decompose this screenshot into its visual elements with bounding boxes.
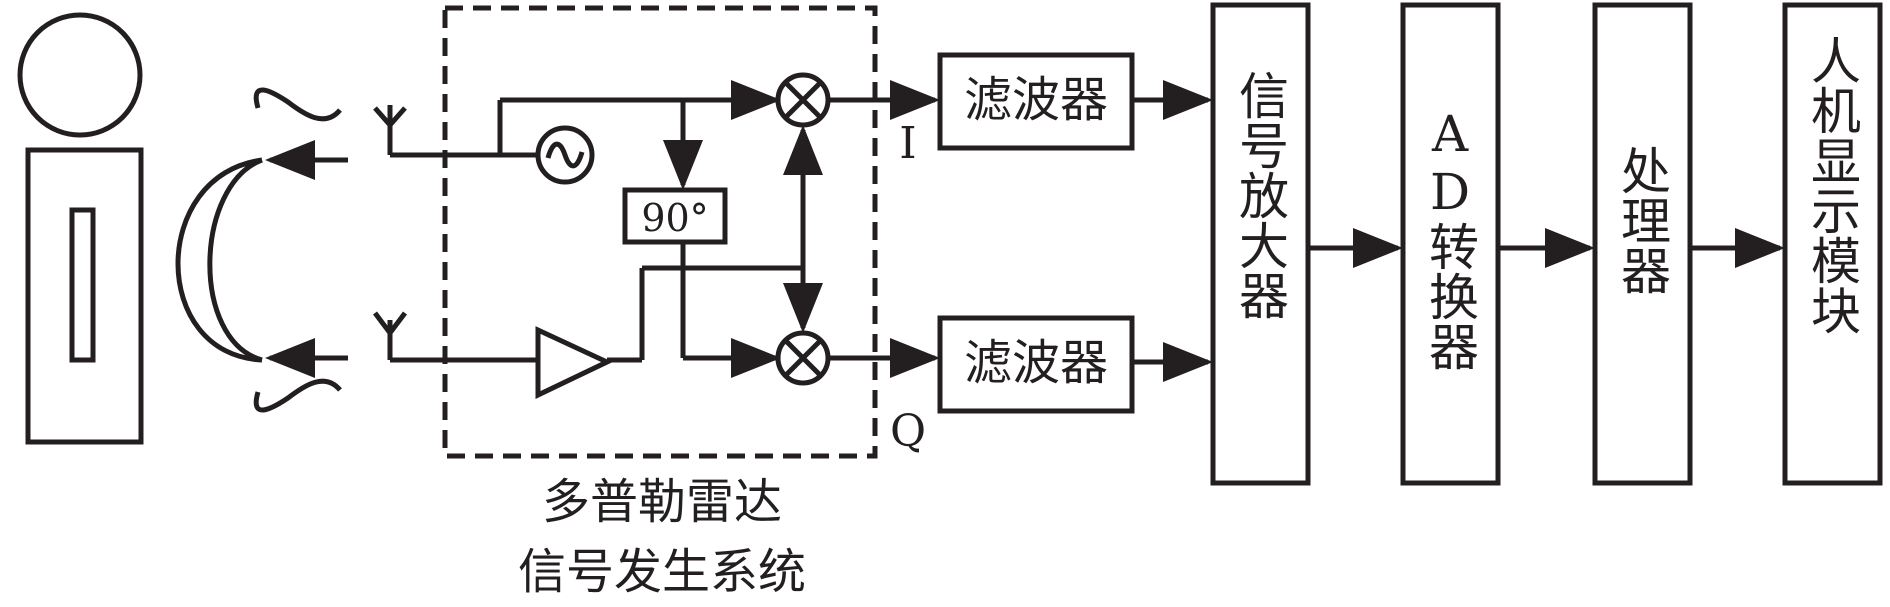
processor-box	[1592, 2, 1693, 486]
doppler-radar-caption-line1: 多普勒雷达	[542, 474, 782, 530]
rx-antenna-icon	[373, 311, 407, 360]
phase-shift-label: 90°	[641, 196, 708, 240]
person-body	[25, 147, 144, 445]
rx-amplifier-icon	[535, 326, 613, 399]
ad-converter-label: AD转换器	[1421, 105, 1479, 371]
incoming-wave-icon	[253, 87, 342, 122]
ad-converter-box	[1400, 2, 1501, 486]
person-body-slot	[69, 207, 96, 363]
i-channel-label: I	[899, 118, 916, 169]
filter-i-label: 滤波器	[964, 72, 1108, 128]
outgoing-wave-icon	[253, 378, 342, 413]
chest-motion-arc	[175, 157, 263, 363]
mixer-i-icon	[775, 72, 831, 128]
tx-antenna-icon	[373, 105, 407, 155]
display-module-label: 人机显示模块	[1803, 35, 1861, 335]
processor-label: 处理器	[1613, 145, 1671, 295]
filter-q-label: 滤波器	[964, 335, 1108, 391]
display-module-box	[1782, 2, 1883, 486]
doppler-radar-caption-line2: 信号发生系统	[518, 544, 806, 600]
person-head	[17, 12, 143, 138]
signal-amplifier-box	[1210, 2, 1311, 486]
doppler-radar-system-boundary	[442, 5, 878, 459]
signal-amplifier-label: 信号放大器	[1231, 70, 1289, 320]
phase-shifter-90-box	[622, 187, 728, 245]
person-icon	[17, 12, 144, 445]
q-channel-label: Q	[890, 406, 926, 457]
mixer-q-icon	[775, 330, 831, 386]
oscillator-icon	[535, 125, 595, 185]
